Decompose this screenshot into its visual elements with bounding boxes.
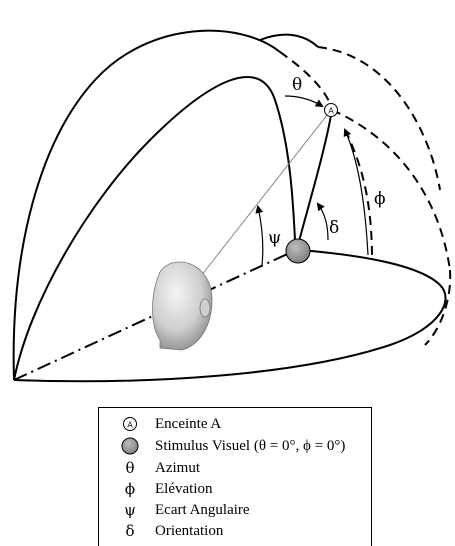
- legend-item-azimut: θ Azimut: [99, 458, 371, 478]
- delta-glyph: δ: [125, 522, 135, 540]
- legend-item-ecart: ψ Ecart Angulaire: [99, 500, 371, 520]
- head-speaker-line: [189, 109, 332, 291]
- grey-disc-icon: [119, 436, 141, 456]
- legend-item-orientation: δ Orientation: [99, 521, 371, 541]
- speaker-label: A: [328, 107, 334, 116]
- phi-label: ϕ: [374, 189, 386, 209]
- right-meridian-dashed: [317, 46, 441, 191]
- legend-label-speaker: Enceinte A: [155, 416, 222, 432]
- outer-meridian-solid: [12, 29, 281, 381]
- legend-label-ecart: Ecart Angulaire: [155, 502, 250, 518]
- right-lower-dashed: [424, 269, 452, 346]
- right-meridian-dashed-3: [344, 129, 373, 261]
- psi-glyph: ψ: [124, 501, 136, 519]
- stimulus-disc: [285, 238, 311, 264]
- theta-arrow: [284, 95, 324, 108]
- theta-label: θ: [292, 75, 302, 95]
- svg-text:A: A: [127, 421, 133, 430]
- front-meridian-solid: [297, 109, 333, 246]
- hemisphere-diagram: A θ ϕ δ ψ: [12, 29, 452, 383]
- outer-meridian-dashed: [279, 51, 333, 111]
- legend-item-speaker: A Enceinte A: [99, 414, 371, 434]
- phi-glyph: ϕ: [124, 480, 136, 498]
- legend-item-elevation: ϕ Elévation: [99, 479, 371, 499]
- psi-arrow: [255, 205, 264, 266]
- phi-arrow: [343, 128, 369, 256]
- circled-a-icon: A: [119, 414, 141, 434]
- top-arc-solid: [259, 33, 319, 48]
- legend-label-azimut: Azimut: [155, 460, 200, 476]
- legend: A Enceinte A Stimulus Visuel (θ = 0°, ϕ …: [98, 407, 372, 546]
- delta-label: δ: [329, 218, 339, 238]
- right-meridian-dashed-2: [331, 109, 451, 271]
- legend-label-orientation: Orientation: [155, 523, 224, 539]
- delta-arrow: [316, 202, 329, 241]
- psi-label: ψ: [268, 228, 281, 248]
- legend-label-elevation: Elévation: [155, 481, 213, 497]
- legend-item-stimulus: Stimulus Visuel (θ = 0°, ϕ = 0°): [99, 436, 371, 456]
- equator-solid: [13, 249, 447, 383]
- head-icon: [152, 261, 213, 351]
- theta-glyph: θ: [125, 459, 135, 477]
- speaker-a-icon: A: [324, 103, 338, 117]
- legend-label-stimulus: Stimulus Visuel (θ = 0°, ϕ = 0°): [155, 438, 346, 454]
- inner-meridian-solid: [13, 75, 296, 381]
